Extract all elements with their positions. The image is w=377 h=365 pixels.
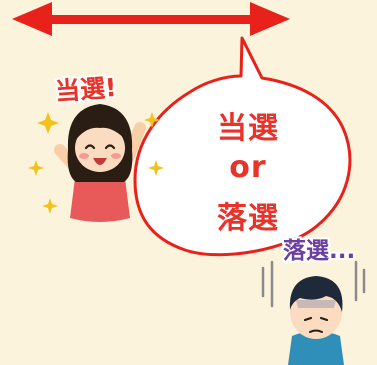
- depressed-boy-icon: [261, 260, 366, 365]
- bubble-text-lose: 落選: [217, 201, 279, 236]
- speech-bubble: [133, 36, 352, 257]
- bubble-text-or: or: [229, 150, 267, 185]
- winner-caption: 当選!: [52, 71, 119, 108]
- double-arrow-icon: [12, 2, 290, 36]
- gloom-lines-icon: [261, 260, 366, 308]
- loser-caption: 落選...: [281, 236, 357, 266]
- bubble-text-win: 当選: [217, 111, 279, 146]
- cheering-girl-icon: [28, 104, 164, 222]
- sparkle-icons: [28, 112, 164, 214]
